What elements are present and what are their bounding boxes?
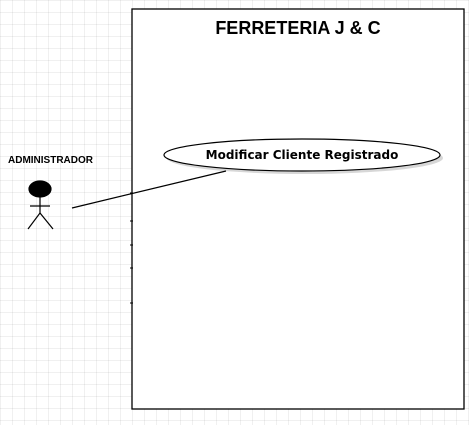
use-case-ellipse[interactable]	[163, 138, 441, 172]
use-case-label[interactable]: Modificar Cliente Registrado	[205, 148, 399, 162]
association-line	[71, 170, 227, 209]
actor-figure[interactable]	[27, 180, 54, 230]
system-boundary	[131, 8, 465, 410]
actor-label: ADMINISTRADOR	[8, 155, 93, 166]
actor-head	[28, 180, 52, 198]
system-title: FERRETERIA J & C	[215, 18, 381, 38]
